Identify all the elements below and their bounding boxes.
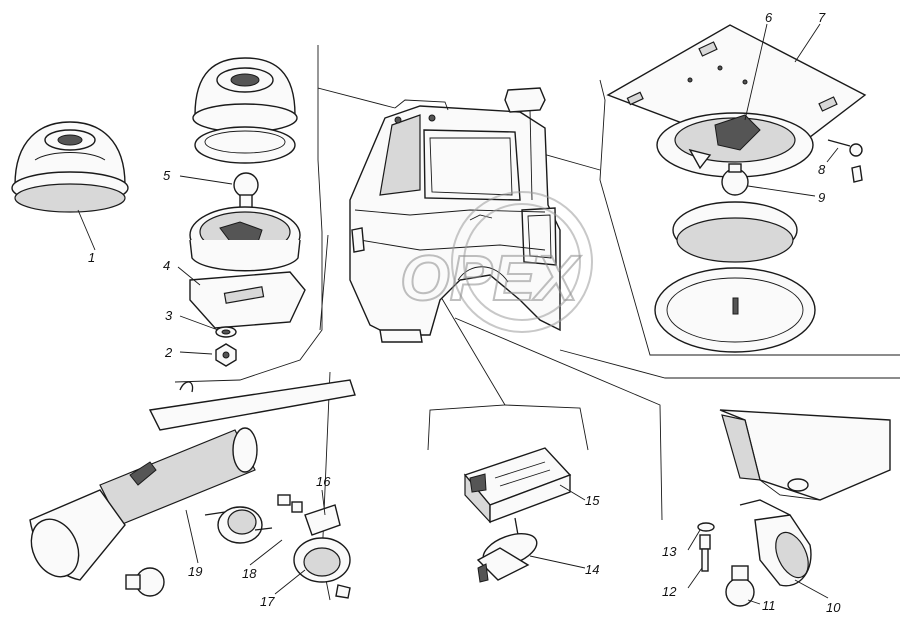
part-14-switch: [476, 517, 538, 583]
leader-12: [687, 567, 703, 589]
part-5-bulb: [233, 172, 259, 211]
leader-19: [185, 509, 199, 564]
callout-labels: 1 2 3 4 5 6 7 8 9 10 11 12 13 14 15 16 1…: [88, 10, 841, 615]
part-3-washer: [215, 326, 237, 338]
callout-10: 10: [826, 600, 841, 615]
part-4-base-plate: [189, 271, 306, 329]
callout-15: 15: [585, 493, 600, 508]
callout-17: 17: [260, 594, 275, 609]
callout-5: 5: [163, 168, 171, 183]
part-15-lamp-housing: [463, 447, 572, 524]
callout-2: 2: [164, 345, 173, 360]
leader-16: [321, 489, 326, 516]
callout-14: 14: [585, 562, 599, 577]
leader-18: [249, 539, 283, 566]
lamp-bulb-spare: [125, 567, 165, 597]
leader-13: [687, 529, 701, 551]
callout-19: 19: [188, 564, 202, 579]
callout-16: 16: [316, 474, 331, 489]
callout-13: 13: [662, 544, 677, 559]
callout-9: 9: [818, 190, 825, 205]
callout-11: 11: [762, 598, 776, 613]
callout-leaders: [77, 23, 839, 605]
part-7-mounting-plate: [606, 24, 867, 161]
callout-7: 7: [818, 10, 826, 25]
part-10-lamp-lens: [739, 499, 812, 587]
part-1-marker-lamp: [11, 121, 129, 213]
callout-3: 3: [165, 308, 173, 323]
part-5-lamp-cover: [192, 57, 298, 164]
leader-9: [747, 185, 816, 197]
part-19-portable-lamp: [29, 379, 356, 581]
leader-6: [744, 23, 768, 121]
part-6-lamp-base: [656, 112, 814, 178]
part-2-nut: [215, 343, 237, 367]
part-12-screw: [699, 534, 711, 572]
part-13-washer: [697, 522, 715, 532]
leader-14: [529, 555, 586, 569]
leader-10: [794, 579, 829, 599]
leader-2: [179, 351, 213, 355]
part-9-bulb: [721, 163, 749, 196]
leader-4: [177, 266, 201, 286]
part-8-wire-terminal: [827, 139, 863, 183]
rear-bracket: [719, 409, 891, 501]
leader-5: [179, 175, 233, 185]
ceiling-lamp-diffuser: [654, 201, 816, 353]
leader-3: [179, 315, 219, 331]
leader-17: [274, 569, 306, 595]
leader-7: [794, 23, 821, 63]
watermark-text: ОРЕХ: [400, 242, 581, 314]
part-11-bulb: [725, 565, 755, 607]
lamp-housing: [189, 206, 301, 272]
callout-18: 18: [242, 566, 257, 581]
leader-11: [747, 599, 761, 605]
callout-1: 1: [88, 250, 95, 265]
callout-6: 6: [765, 10, 773, 25]
part-17-socket: [293, 537, 351, 599]
leader-8: [826, 147, 839, 163]
callout-4: 4: [163, 258, 170, 273]
callout-12: 12: [662, 584, 677, 599]
part-18-plug: [204, 506, 273, 544]
leader-15: [559, 484, 586, 501]
callout-8: 8: [818, 162, 826, 177]
truck-cab: [349, 87, 561, 343]
part-16-socket-bracket: [277, 494, 341, 536]
leader-1: [77, 209, 96, 251]
watermark: ОРЕХ: [399, 191, 593, 333]
